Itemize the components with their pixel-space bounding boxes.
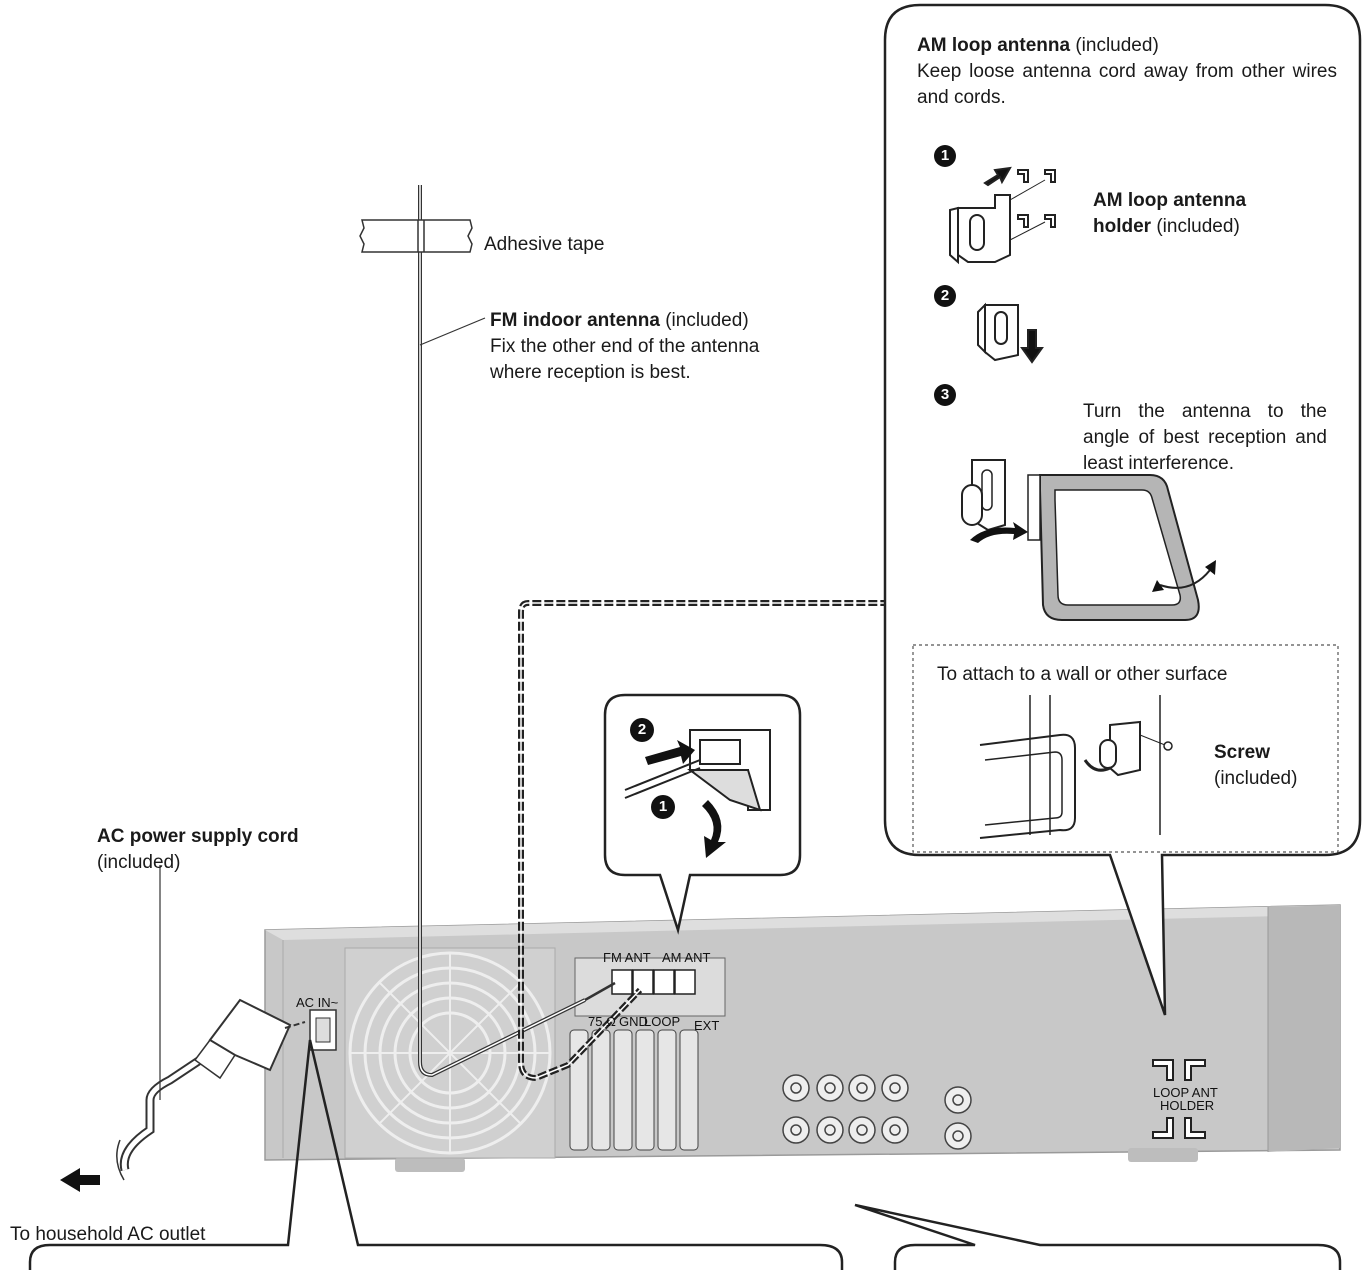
loop-antenna-holder-slots	[1152, 1059, 1206, 1139]
adhesive-tape	[359, 219, 473, 253]
ohm-label: 75 Ω	[588, 1014, 616, 1029]
step-1-marker: 1	[934, 145, 956, 167]
ac-cord-included: (included)	[97, 852, 181, 873]
fm-ant-label: FM ANT	[603, 950, 651, 965]
loop-ant-label: LOOP ANT	[1153, 1085, 1218, 1100]
gnd-label: GND	[619, 1014, 648, 1029]
bottom-callouts	[28, 1039, 1342, 1270]
step-3-marker: 3	[934, 384, 956, 406]
am-ant-label: AM ANT	[662, 950, 711, 965]
holder-title-line2: holder (included)	[1093, 216, 1240, 237]
step-2-marker: 2	[934, 285, 956, 307]
holder-illustration-step1	[949, 166, 1056, 265]
terminal-step-1-marker: 1	[651, 795, 675, 819]
receiver-unit	[264, 904, 1341, 1172]
ac-power-cord	[60, 865, 306, 1192]
loop-label: LOOP	[644, 1014, 681, 1029]
fm-antenna-title: FM indoor antenna (included)	[490, 310, 749, 331]
ext-label: EXT	[694, 1018, 720, 1033]
loop-antenna-illustration	[961, 459, 1216, 621]
speaker-terminals	[569, 1029, 699, 1151]
fm-antenna-line2: Fix the other end of the antenna	[490, 336, 760, 357]
fm-antenna-line3: where reception is best.	[490, 362, 691, 383]
wall-mount-illustration	[979, 695, 1173, 839]
screw-label: Screw	[1214, 742, 1270, 763]
ac-outlet-label: To household AC outlet	[10, 1224, 206, 1245]
fan-grille	[344, 947, 556, 1159]
terminal-step-2-marker: 2	[630, 718, 654, 742]
ac-cord-title: AC power supply cord	[97, 826, 299, 847]
am-antenna-title: AM loop antenna (included)	[917, 35, 1159, 56]
terminal-callout	[603, 693, 802, 935]
step3-instruction: Turn the antenna to the angle of best re…	[1083, 401, 1327, 474]
adhesive-tape-label: Adhesive tape	[484, 234, 605, 255]
wall-attach-label: To attach to a wall or other surface	[937, 664, 1228, 685]
rca-jacks	[782, 1074, 972, 1150]
ac-in-label: AC IN~	[296, 995, 339, 1010]
am-antenna-description: Keep loose antenna cord away from other …	[917, 61, 1337, 108]
holder-label: HOLDER	[1160, 1098, 1215, 1113]
fm-antenna-wire	[418, 185, 616, 1078]
holder-illustration-step2	[977, 302, 1044, 364]
screw-included-label: (included)	[1214, 768, 1298, 789]
holder-title-line1: AM loop antenna	[1093, 190, 1247, 211]
